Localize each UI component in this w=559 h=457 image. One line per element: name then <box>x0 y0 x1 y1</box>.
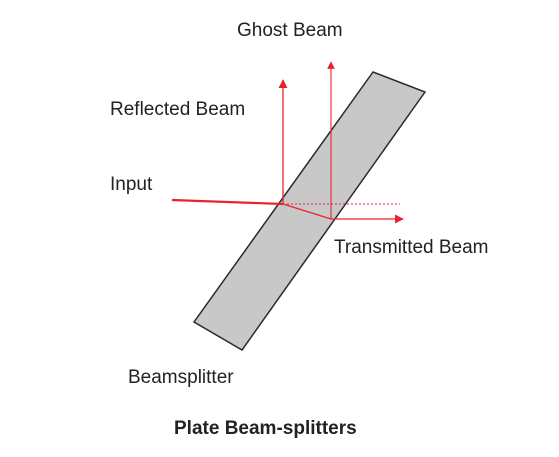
input-beam <box>171 198 284 206</box>
transmitted-beam-label: Transmitted Beam <box>334 237 489 258</box>
beamsplitter-label: Beamsplitter <box>128 367 234 388</box>
figure-caption: Plate Beam-splitters <box>174 418 357 439</box>
input-label: Input <box>110 174 153 195</box>
ghost-beam-label: Ghost Beam <box>237 20 343 41</box>
beamsplitter-plate <box>192 71 427 351</box>
reflected-beam-label: Reflected Beam <box>110 99 246 120</box>
internal-beam <box>282 203 332 220</box>
